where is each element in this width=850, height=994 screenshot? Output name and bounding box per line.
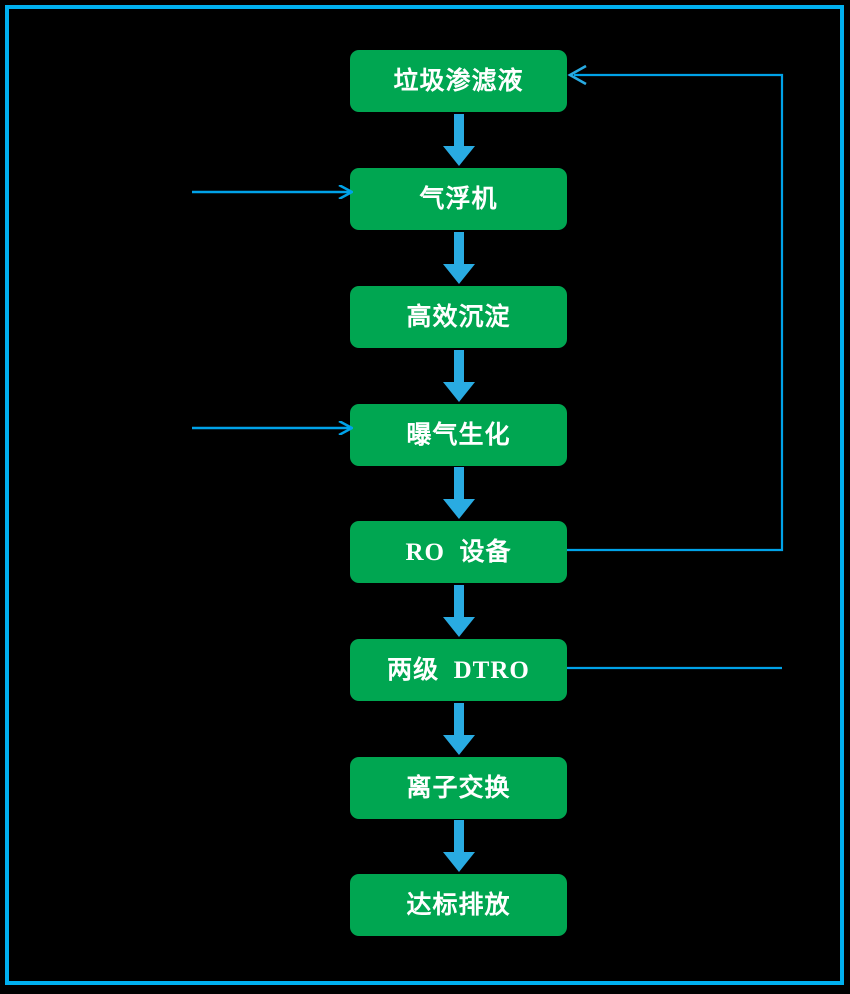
process-node-label: 垃圾渗滤液 [393,67,524,95]
process-node-flotation[interactable]: 气浮机 [350,168,567,230]
process-node-ro[interactable]: RO 设备 [350,521,567,583]
flow-arrow-down-icon [443,820,475,872]
process-node-label: 离子交换 [406,774,511,802]
feed-arrow-right-icon [191,185,353,199]
process-node-ionexchange[interactable]: 离子交换 [350,757,567,819]
process-node-discharge[interactable]: 达标排放 [350,874,567,936]
flow-arrow-down-icon [443,232,475,284]
process-node-aeration[interactable]: 曝气生化 [350,404,567,466]
diagram-border [5,5,844,985]
process-node-dtro[interactable]: 两级 DTRO [350,639,567,701]
flow-arrow-down-icon [443,114,475,166]
flow-arrow-down-icon [443,703,475,755]
process-node-label: 曝气生化 [406,421,511,449]
feed-arrow-right-icon [191,421,353,435]
flow-arrow-down-icon [443,585,475,637]
process-node-label: 气浮机 [419,185,498,213]
process-node-sediment[interactable]: 高效沉淀 [350,286,567,348]
process-node-label: RO 设备 [405,538,512,566]
process-node-label: 两级 DTRO [387,656,530,684]
process-node-label: 达标排放 [406,891,511,919]
flow-arrow-down-icon [443,350,475,402]
flow-arrow-down-icon [443,467,475,519]
process-node-leachate[interactable]: 垃圾渗滤液 [350,50,567,112]
process-node-label: 高效沉淀 [406,303,511,331]
